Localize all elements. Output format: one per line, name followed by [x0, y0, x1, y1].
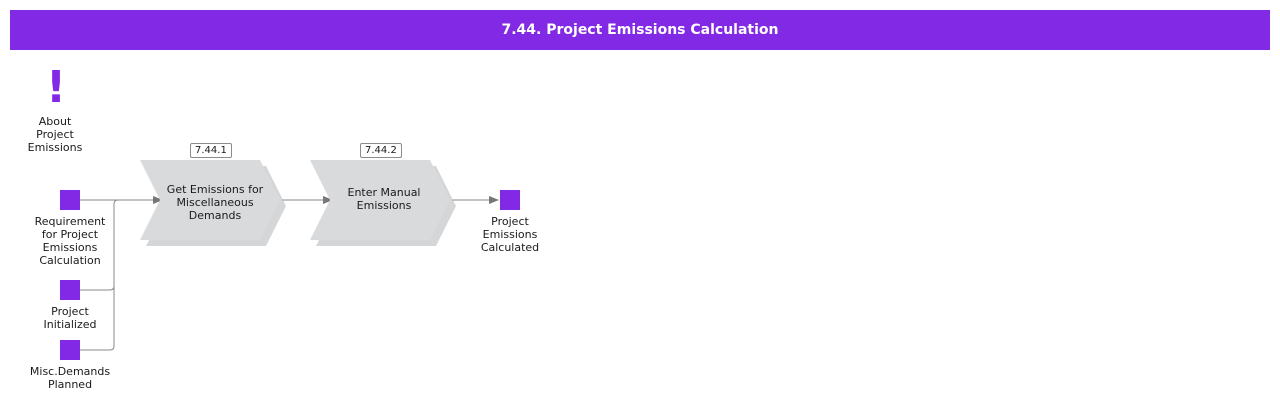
event-calculated-label: Project Emissions Calculated [480, 215, 540, 254]
event-requirement-label: Requirement for Project Emissions Calcul… [34, 215, 106, 267]
event-calculated-marker[interactable] [500, 190, 520, 210]
process-label-7-44-2: Enter Manual Emissions [347, 186, 421, 212]
connectors [80, 196, 499, 351]
exclamation-icon[interactable]: ! [45, 62, 67, 113]
process-id-badge-7-44-2: 7.44.2 [360, 143, 402, 158]
event-requirement-marker[interactable] [60, 190, 80, 210]
about-project-emissions-label: About Project Emissions [27, 115, 83, 154]
event-initialized-label: Project Initialized [43, 305, 97, 331]
connector-planned [80, 204, 115, 351]
process-label-7-44-1: Get Emissions for Miscellaneous Demands [166, 183, 264, 222]
process-id-badge-7-44-1: 7.44.1 [190, 143, 232, 158]
event-initialized-marker[interactable] [60, 280, 80, 300]
event-planned-marker[interactable] [60, 340, 80, 360]
diagram-title: 7.44. Project Emissions Calculation [10, 10, 1270, 50]
process-shape-7-44-1[interactable] [140, 160, 286, 246]
process-shape-7-44-2[interactable] [310, 160, 456, 246]
event-planned-label: Misc.Demands Planned [29, 365, 111, 391]
